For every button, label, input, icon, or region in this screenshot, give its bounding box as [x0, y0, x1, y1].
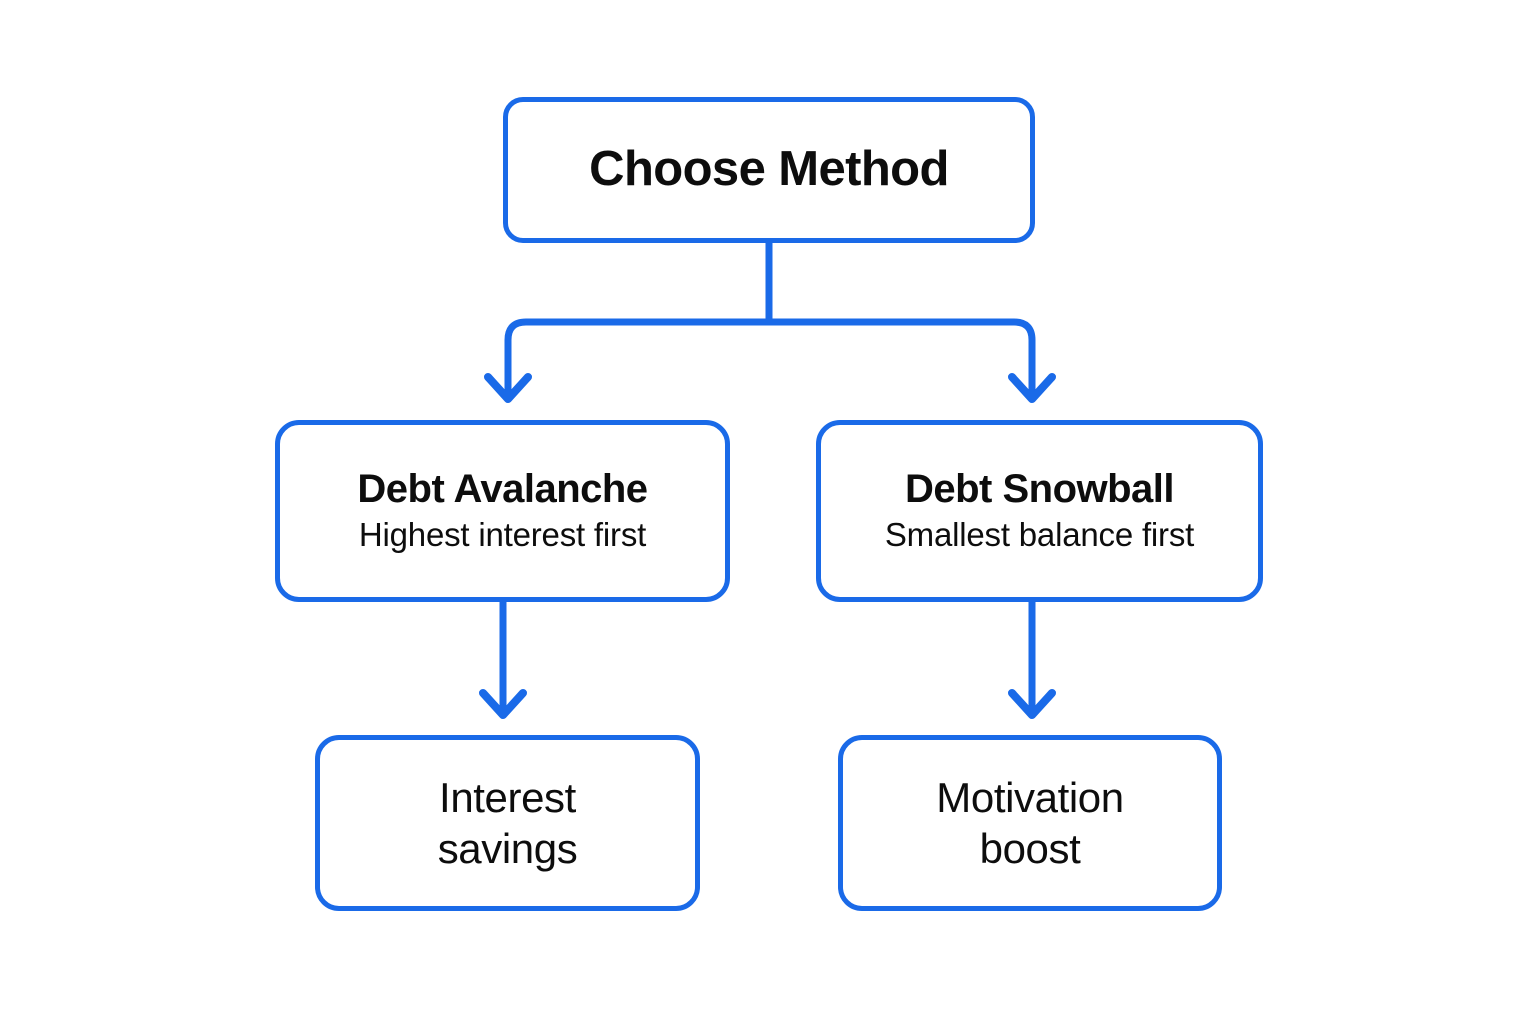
- node-debt-snowball-label: Debt Snowball: [904, 467, 1175, 512]
- node-debt-avalanche-label: Debt Avalanche: [357, 467, 648, 512]
- node-motivation-boost[interactable]: Motivation boost: [838, 735, 1222, 911]
- arrowhead-to-interest-savings-icon: [479, 689, 527, 719]
- node-choose-method[interactable]: Choose Method: [503, 97, 1035, 243]
- arrowhead-to-avalanche-icon: [484, 373, 532, 403]
- node-motivation-boost-label: Motivation boost: [936, 773, 1124, 872]
- connector-split-right: [769, 318, 1036, 396]
- node-debt-avalanche-subtitle: Highest interest first: [358, 516, 647, 554]
- arrowhead-to-motivation-boost-icon: [1008, 689, 1056, 719]
- node-debt-avalanche[interactable]: Debt Avalanche Highest interest first: [275, 420, 730, 602]
- connector-split-left: [504, 318, 769, 396]
- arrowhead-to-snowball-icon: [1008, 373, 1056, 403]
- node-interest-savings[interactable]: Interest savings: [315, 735, 700, 911]
- node-debt-snowball[interactable]: Debt Snowball Smallest balance first: [816, 420, 1263, 602]
- node-choose-method-label: Choose Method: [589, 142, 949, 197]
- node-interest-savings-label: Interest savings: [437, 773, 578, 872]
- node-debt-snowball-subtitle: Smallest balance first: [884, 516, 1195, 554]
